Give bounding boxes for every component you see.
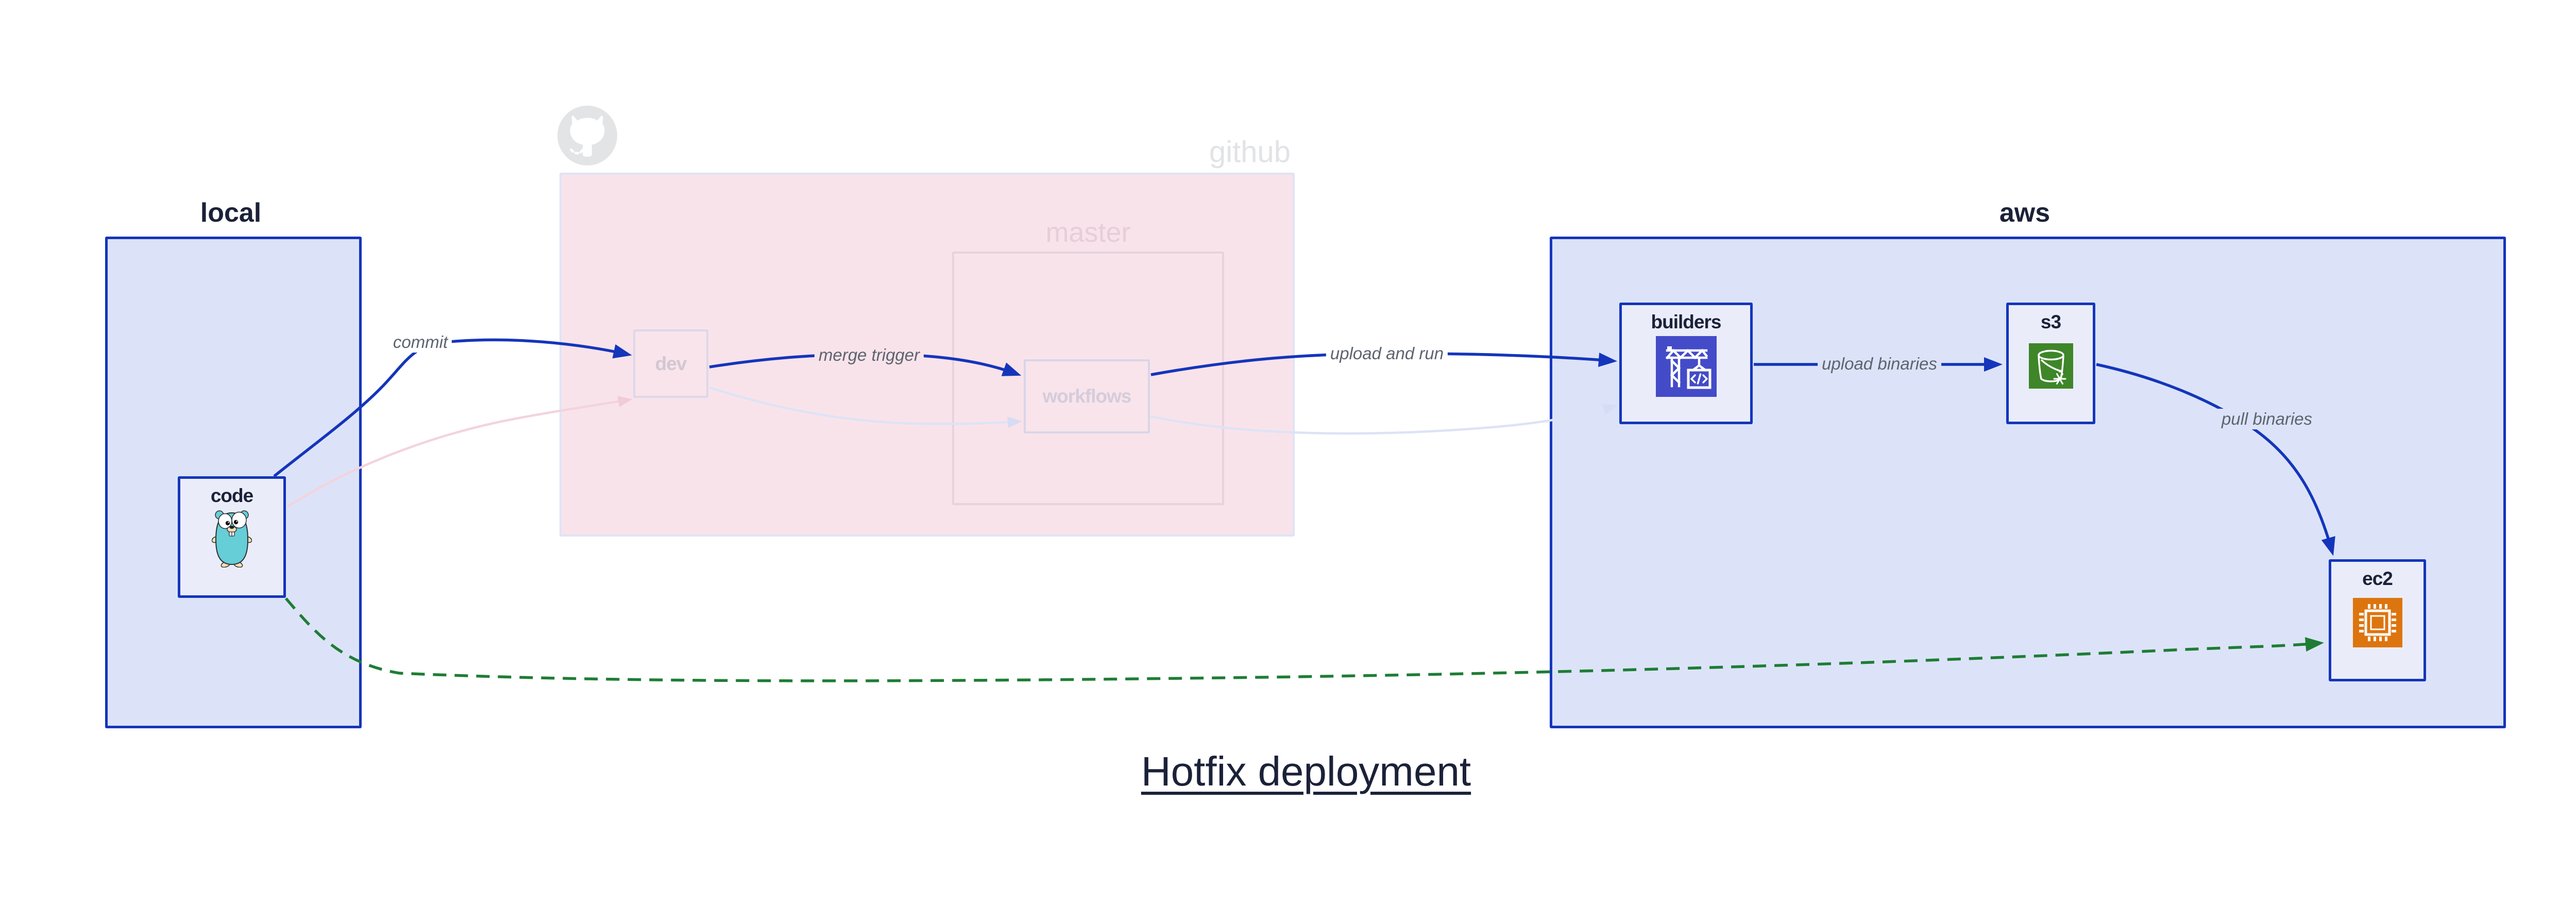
edge-faded-dev-workflows — [709, 386, 1022, 428]
node-s3: s3 — [2006, 303, 2095, 424]
edge-faded-code-dev — [286, 396, 633, 508]
node-label-dev: dev — [655, 353, 687, 374]
node-ec2: ec2 — [2329, 559, 2426, 681]
edge-hotfix-code-ec2 — [284, 597, 2324, 682]
edge-label-merge-trigger: merge trigger — [814, 345, 924, 365]
edge-label-pull-binaries: pull binaries — [2217, 409, 2317, 429]
node-dev: dev — [633, 329, 708, 398]
group-label-master: master — [1045, 217, 1131, 248]
group-master — [952, 252, 1224, 505]
group-label-github: github — [1209, 135, 1291, 169]
node-label-s3: s3 — [2040, 311, 2061, 332]
edge-faded-workflows-builders — [1150, 404, 1618, 435]
node-label-workflows: workflows — [1042, 386, 1132, 407]
group-label-local: local — [200, 198, 262, 228]
cpu-chip-icon — [2352, 598, 2402, 647]
node-label-code: code — [210, 485, 253, 506]
gopher-icon — [212, 510, 252, 567]
bucket-snowflake-icon — [2028, 343, 2073, 389]
node-label-ec2: ec2 — [2362, 568, 2393, 589]
node-code: code — [178, 476, 286, 598]
diagram-title: Hotfix deployment — [1141, 748, 1471, 794]
node-label-builders: builders — [1651, 311, 1722, 332]
octocat-icon — [557, 105, 618, 166]
group-label-aws: aws — [1999, 198, 2050, 228]
edge-label-upload-and-run: upload and run — [1326, 343, 1448, 364]
node-workflows: workflows — [1024, 359, 1150, 433]
edge-label-upload-binaries: upload binaries — [1818, 354, 1941, 374]
crane-codebuild-icon — [1655, 336, 1717, 397]
edge-label-commit: commit — [388, 332, 452, 353]
edge-commit — [273, 338, 632, 478]
edge-pull-binaries — [2096, 363, 2335, 556]
node-builders: builders — [1619, 303, 1753, 424]
